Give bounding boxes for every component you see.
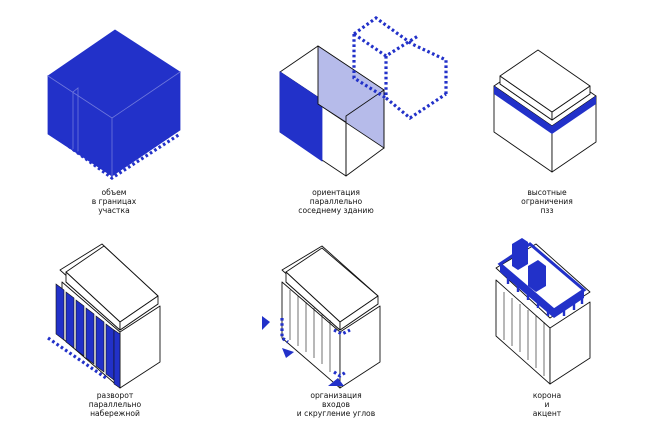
entrances-block (262, 245, 381, 389)
rounded-corner-bottom (333, 370, 347, 378)
crown-block (495, 238, 591, 385)
caption-volume: объем в границах участка (91, 188, 137, 215)
caption-entrances: организация входов и скругление углов (296, 391, 376, 418)
entrance-marker-mid (282, 348, 294, 358)
height-limit-block (493, 49, 597, 173)
accent-volume (528, 260, 546, 292)
entrance-marker-left (262, 316, 270, 330)
neighbour-building-outline (352, 16, 448, 120)
caption-crown: корона и акцент (532, 391, 562, 418)
orientation-block (279, 16, 448, 177)
caption-height: высотные ограничения пзз (521, 188, 573, 215)
embankment-block (47, 243, 161, 389)
site-boundary-outline (51, 132, 181, 180)
rounded-corner-left (280, 318, 289, 344)
volume-block (47, 29, 181, 180)
caption-turn: разворот параллельно набережной (88, 391, 142, 418)
accent-tower (512, 238, 528, 270)
embankment-line (47, 336, 107, 380)
caption-orientation: ориентация параллельно соседнему зданию (298, 188, 374, 215)
entrance-marker-bottom (328, 378, 344, 386)
